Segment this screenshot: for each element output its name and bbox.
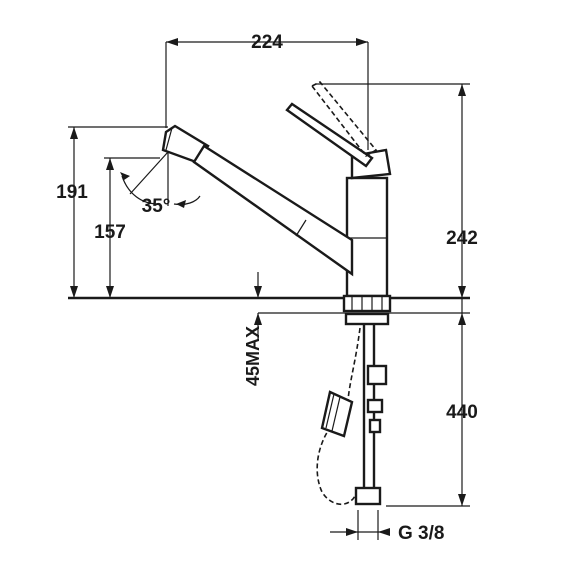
- spout-angle-label: 35°: [142, 196, 171, 217]
- dimension-total-height: 242: [316, 83, 478, 298]
- dimension-spout-reach: 224: [165, 32, 369, 150]
- dimension-max-countertop: 45MAX: [243, 286, 263, 386]
- dimension-spout-height: 191: [56, 126, 168, 298]
- dimension-outlet-height: 157: [94, 157, 160, 298]
- countertop-line: [68, 272, 470, 314]
- hose-assembly: [316, 312, 390, 540]
- spout-reach-label: 224: [251, 32, 283, 53]
- hose-length-label: 440: [446, 402, 478, 423]
- total-height-label: 242: [446, 228, 478, 249]
- outlet-height-label: 157: [94, 222, 126, 243]
- lever-alternate-position: [310, 80, 378, 158]
- spout-height-label: 191: [56, 182, 88, 203]
- spout: [161, 124, 354, 277]
- faucet-body: [342, 148, 392, 313]
- dimension-hose-length: 440: [386, 298, 478, 507]
- connection-thread-label: G 3/8: [398, 523, 444, 544]
- lever-handle: [285, 102, 374, 168]
- dimension-connection-thread: G 3/8: [330, 523, 444, 544]
- dimension-spout-angle: 35°: [120, 151, 201, 217]
- max-countertop-label: 45MAX: [243, 326, 263, 386]
